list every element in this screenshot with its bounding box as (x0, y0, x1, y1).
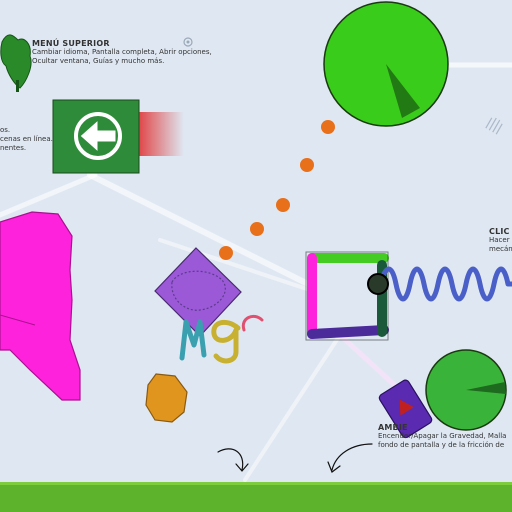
magenta-shape[interactable] (0, 211, 81, 401)
arrow-left-icon (74, 112, 122, 160)
small-green-circle[interactable] (425, 349, 507, 431)
orange-blob[interactable] (145, 373, 188, 423)
orange-dot (321, 120, 335, 134)
spring-anchor[interactable] (367, 273, 389, 295)
orange-dot (300, 158, 314, 172)
light-beams (0, 62, 512, 482)
scenes-hint: os. cenas en línea. nentes. (0, 126, 53, 153)
click-hint-line: mecánic (489, 245, 512, 253)
arrow-hints (217, 443, 373, 473)
ground[interactable] (0, 482, 512, 512)
click-hint: CLIC I Hacer c mecánic (489, 227, 512, 254)
orange-dot-chain[interactable] (219, 120, 335, 260)
menu-hint-line: Ocultar ventana, Guías y mucho más. (32, 57, 165, 65)
orange-dot (250, 222, 264, 236)
ambient-hint: AMBIE Encender/Apagar la Gravedad, Malla… (378, 423, 506, 450)
scenes-hint-line: nentes. (0, 144, 27, 152)
click-hint-line: Hacer c (489, 236, 512, 244)
ambient-hint-heading: AMBIE (378, 423, 408, 432)
big-green-circle[interactable] (323, 1, 449, 127)
menu-hint: MENÚ SUPERIOR Cambiar idioma, Pantalla c… (32, 39, 212, 66)
scenes-hint-line: os. (0, 126, 11, 134)
menu-hint-line: Cambiar idioma, Pantalla completa, Abrir… (32, 48, 212, 56)
ambient-hint-line: fondo de pantalla y de la fricción de (378, 441, 505, 449)
ambient-hint-line: Encender/Apagar la Gravedad, Malla (378, 432, 507, 440)
orange-dot (276, 198, 290, 212)
click-hint-heading: CLIC I (489, 227, 512, 236)
drawn-letters[interactable] (179, 314, 264, 364)
spring[interactable] (377, 266, 512, 302)
square-frame[interactable] (305, 251, 389, 341)
menu-hint-heading: MENÚ SUPERIOR (32, 39, 110, 48)
orange-dot (219, 246, 233, 260)
frame-bottom-bar (307, 325, 389, 339)
ground-edge (0, 482, 512, 485)
magenta-shape-crease (0, 314, 36, 326)
gear-icon[interactable] (183, 37, 193, 47)
purple-block[interactable] (378, 379, 433, 439)
tree-icon[interactable] (0, 34, 32, 92)
back-button[interactable] (52, 99, 184, 174)
scenes-hint-line: cenas en línea. (0, 135, 53, 143)
hand-icon (485, 117, 503, 135)
